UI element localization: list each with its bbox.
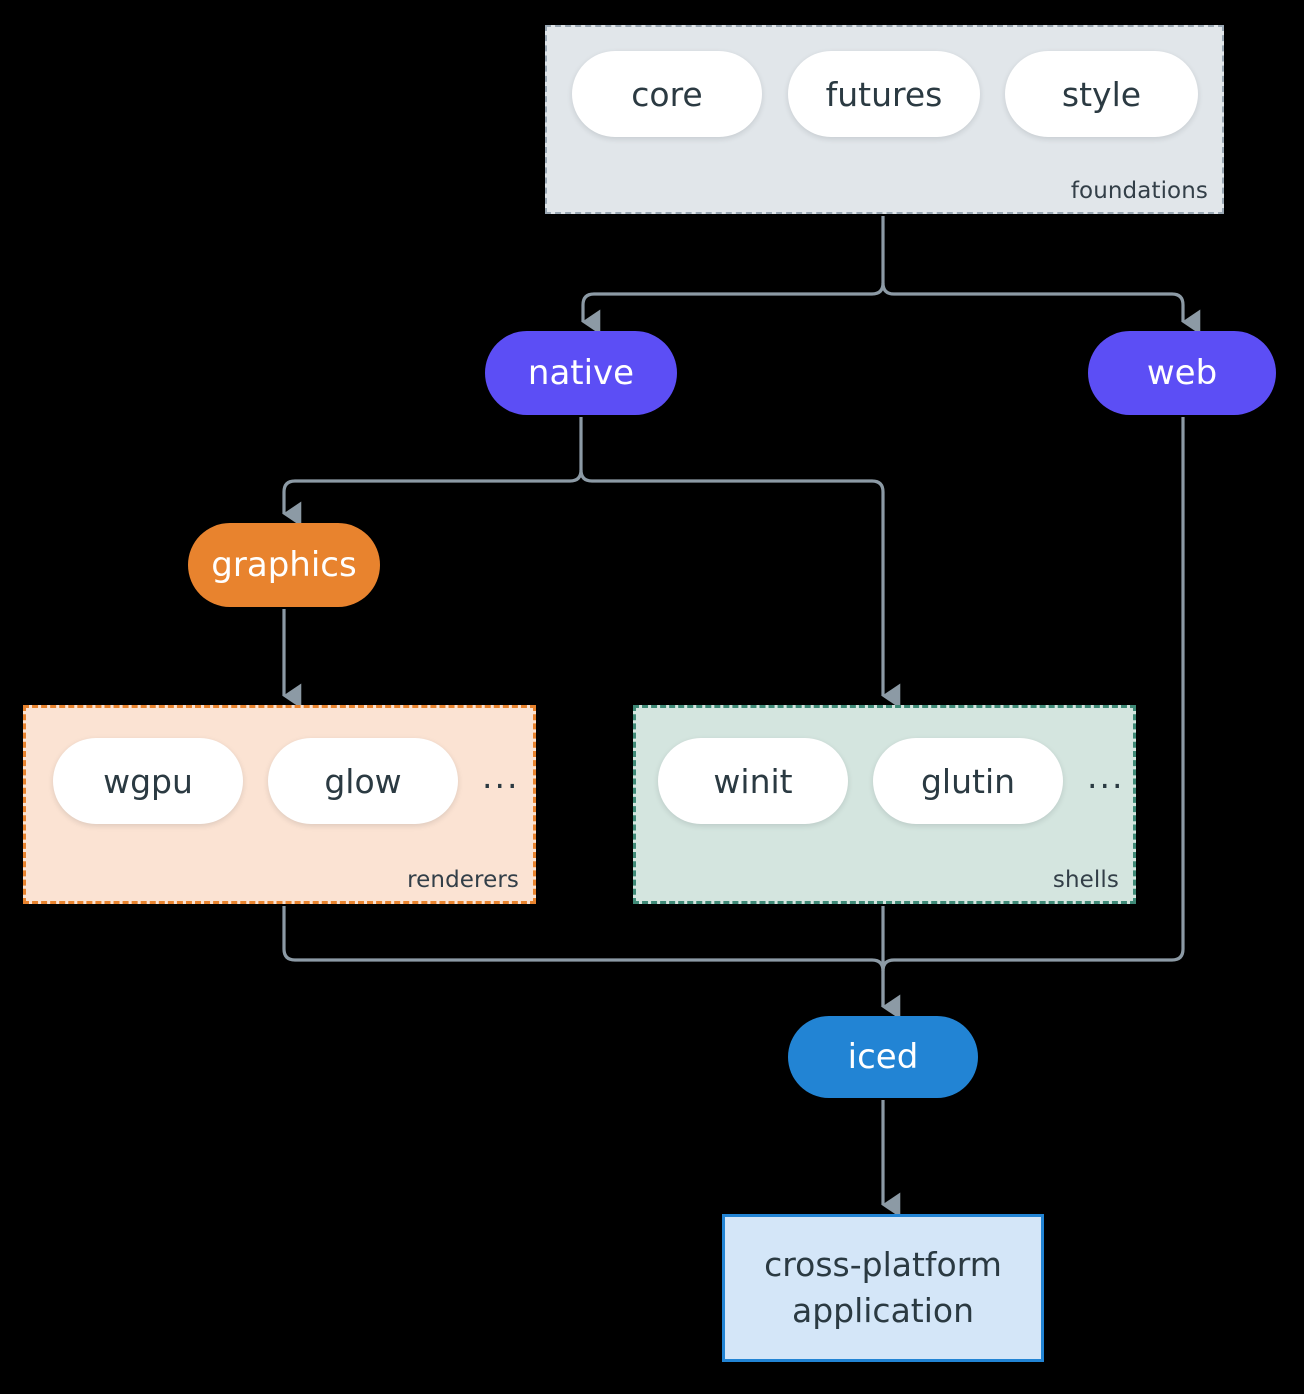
pill-core[interactable]: core [572, 51, 762, 137]
node-cross-platform-application[interactable]: cross-platform application [722, 1214, 1044, 1362]
edge-renderers-to-iced [282, 906, 901, 1020]
application-label-line1: cross-platform [764, 1245, 1002, 1284]
renderers-pill-row: wgpu glow ... [53, 738, 525, 824]
edge-native-to-graphics [282, 417, 583, 527]
group-foundations: core futures style foundations [545, 25, 1224, 214]
foundations-pill-row: core futures style [572, 51, 1198, 137]
pill-winit[interactable]: winit [658, 738, 848, 824]
group-shells: winit glutin ... shells [633, 705, 1136, 904]
group-label-renderers: renderers [407, 867, 519, 893]
node-graphics[interactable]: graphics [188, 523, 380, 607]
node-web[interactable]: web [1088, 331, 1276, 415]
pill-wgpu[interactable]: wgpu [53, 738, 243, 824]
renderers-ellipsis: ... [482, 756, 520, 796]
application-label-line2: application [791, 1291, 975, 1330]
node-native[interactable]: native [485, 331, 677, 415]
group-label-shells: shells [1052, 867, 1119, 893]
node-iced[interactable]: iced [788, 1016, 978, 1098]
pill-glutin[interactable]: glutin [873, 738, 1063, 824]
shells-pill-row: winit glutin ... [658, 738, 1130, 824]
edge-foundations-to-web [881, 282, 1201, 335]
shells-ellipsis: ... [1087, 756, 1125, 796]
edge-native-to-shells [579, 469, 901, 709]
pill-glow[interactable]: glow [268, 738, 458, 824]
edge-foundations-to-native [581, 216, 885, 335]
group-label-foundations: foundations [1070, 178, 1208, 204]
pill-futures[interactable]: futures [788, 51, 980, 137]
group-renderers: wgpu glow ... renderers [23, 705, 536, 904]
pill-style[interactable]: style [1005, 51, 1198, 137]
